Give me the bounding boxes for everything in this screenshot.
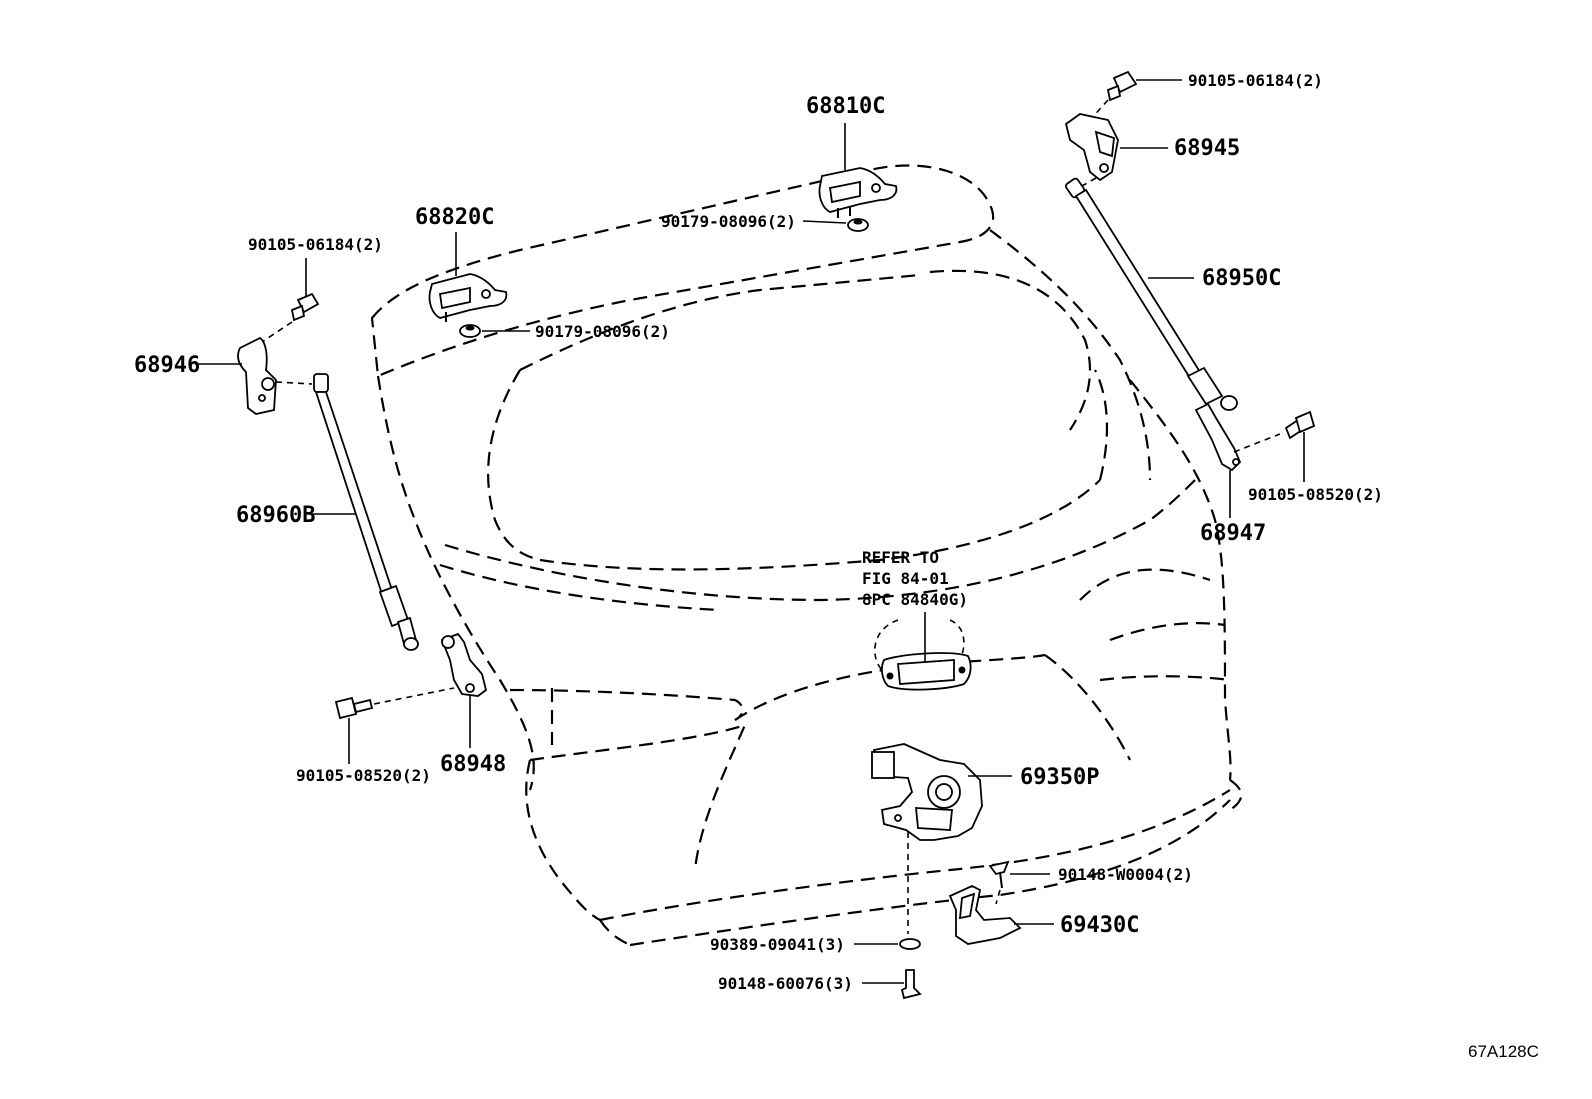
label-90389-09041: 90389-09041(3): [710, 935, 845, 954]
label-68950c: 68950C: [1202, 266, 1281, 291]
bracket-68947[interactable]: [1194, 402, 1281, 518]
bracket-68946[interactable]: [195, 336, 313, 415]
label-refer-to-line3: 8PC 84840G): [862, 590, 968, 609]
washer-90389-09041[interactable]: [854, 938, 921, 950]
screw-90148-60076[interactable]: [862, 969, 922, 1000]
label-90105-08520-right: 90105-08520(2): [1248, 485, 1383, 504]
back-door-outline: [370, 164, 1243, 947]
label-90148-60076: 90148-60076(3): [718, 974, 853, 993]
lock-assembly-69350p[interactable]: [871, 743, 1012, 934]
label-68946: 68946: [134, 353, 200, 378]
nut-90179-top[interactable]: [802, 218, 869, 232]
figure-code: 67A128C: [1468, 1042, 1539, 1061]
label-68960b: 68960B: [236, 503, 315, 528]
label-69430c: 69430C: [1060, 913, 1139, 938]
bracket-68948[interactable]: [440, 632, 488, 748]
label-90179-08096-top: 90179-08096(2): [661, 212, 796, 231]
label-90179-08096-left: 90179-08096(2): [535, 322, 670, 341]
label-69350p: 69350P: [1020, 765, 1099, 790]
bolt-90105-06184-right[interactable]: [1089, 70, 1182, 121]
screw-90148-w0004[interactable]: [988, 860, 1050, 905]
label-68945: 68945: [1174, 136, 1240, 161]
label-90105-06184-right: 90105-06184(2): [1188, 71, 1323, 90]
label-90105-06184-left: 90105-06184(2): [248, 235, 383, 254]
bolt-90105-08520-right[interactable]: [1284, 410, 1316, 482]
door-opener-switch[interactable]: [874, 612, 972, 691]
bracket-68945[interactable]: [1064, 113, 1168, 187]
striker-69430c[interactable]: [948, 885, 1054, 945]
label-90148-w0004: 90148-W0004(2): [1058, 865, 1193, 884]
label-90105-08520-left: 90105-08520(2): [296, 766, 431, 785]
nut-90179-left[interactable]: [459, 324, 530, 338]
label-68820c: 68820C: [415, 205, 494, 230]
hinge-68820c[interactable]: [428, 232, 508, 322]
gas-strut-68950c[interactable]: [1064, 177, 1238, 411]
hinge-68810c[interactable]: [818, 123, 898, 218]
bolt-90105-06184-left[interactable]: [261, 258, 320, 343]
label-refer-to-line2: FIG 84-01: [862, 569, 949, 588]
label-68948: 68948: [440, 752, 506, 777]
label-68947: 68947: [1200, 521, 1266, 546]
label-68810c: 68810C: [806, 94, 885, 119]
label-refer-to-line1: REFER TO: [862, 548, 939, 567]
gas-strut-68960b[interactable]: [308, 373, 419, 651]
bolt-90105-08520-left[interactable]: [334, 687, 455, 764]
